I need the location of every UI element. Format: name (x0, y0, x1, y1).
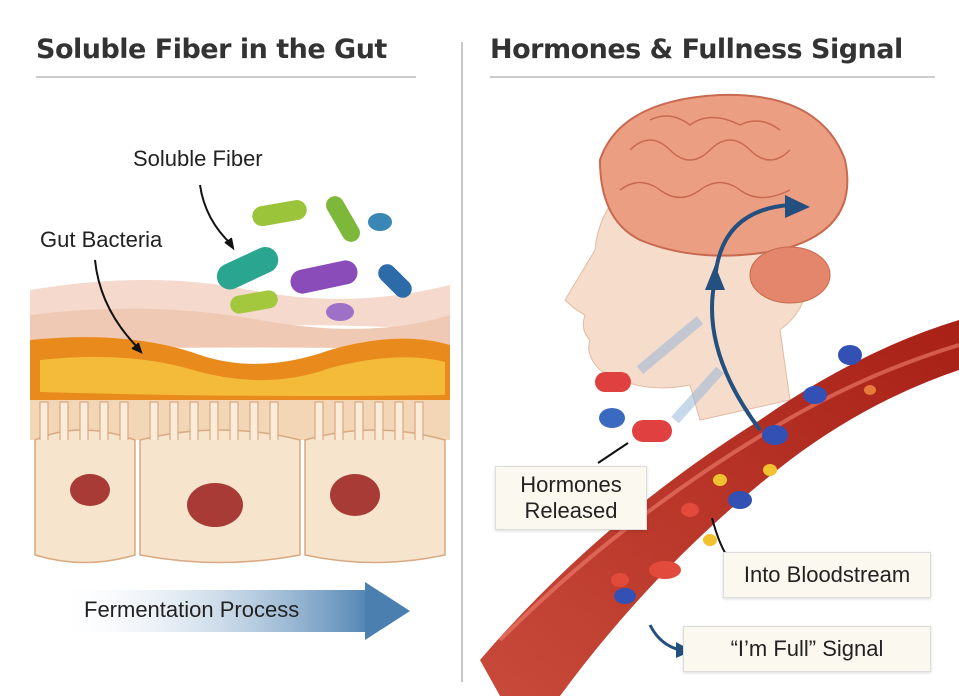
hormones-line1: Hormones (520, 471, 622, 497)
label-full-signal: “I’m Full” Signal (683, 626, 931, 672)
blood-vessel (480, 320, 959, 696)
hormone-molecules (595, 316, 724, 442)
bacteria (216, 196, 412, 321)
gut-illustration (30, 280, 450, 564)
pointer-arrows (94, 184, 235, 354)
head-brain-illustration (564, 93, 849, 421)
label-into-bloodstream: Into Bloodstream (723, 552, 931, 598)
blood-cells (611, 345, 876, 604)
signal-arrows (597, 195, 810, 658)
fermentation-arrow (65, 582, 410, 640)
left-panel-title: Soluble Fiber in the Gut (36, 34, 387, 65)
label-soluble-fiber: Soluble Fiber (133, 146, 263, 171)
right-panel-title: Hormones & Fullness Signal (490, 34, 903, 65)
hormones-line2: Released (524, 498, 618, 523)
right-title-underline (490, 76, 935, 78)
panel-divider (461, 42, 463, 682)
label-gut-bacteria: Gut Bacteria (40, 227, 163, 252)
left-title-underline (36, 76, 416, 78)
label-hormones-released: Hormones Released (495, 466, 647, 530)
label-fermentation-process: Fermentation Process (84, 597, 300, 622)
